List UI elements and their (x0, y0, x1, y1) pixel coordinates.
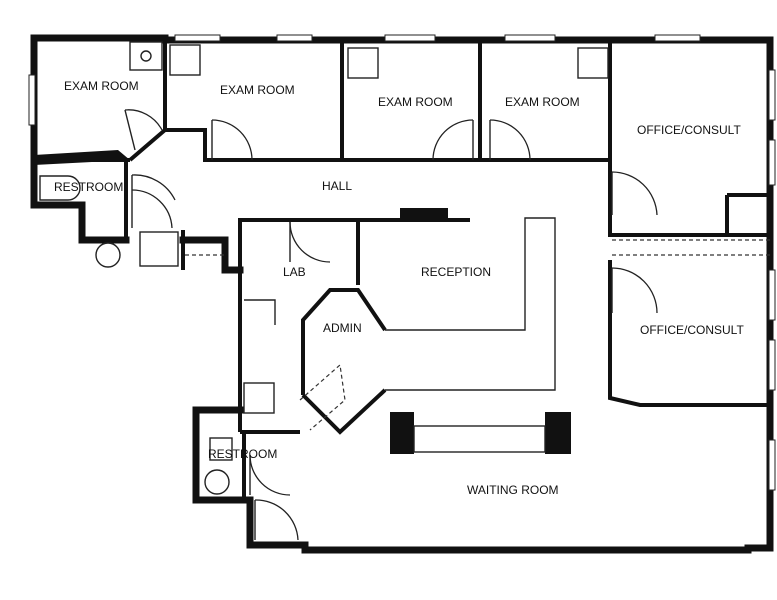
label-reception: RECEPTION (421, 265, 491, 279)
label-lab: LAB (283, 265, 306, 279)
sink-icon (169, 44, 201, 76)
label-hall: HALL (322, 179, 352, 193)
label-exam-room-3: EXAM ROOM (378, 95, 453, 109)
toilet-icon (39, 175, 81, 201)
solid-blocks (34, 150, 571, 454)
label-exam-room-1: EXAM ROOM (64, 79, 139, 93)
windows (28, 34, 776, 491)
label-office-consult-1: OFFICE/CONSULT (637, 123, 741, 137)
exterior-walls (30, 34, 774, 554)
sink-icon (95, 242, 121, 268)
label-exam-room-2: EXAM ROOM (220, 83, 295, 97)
label-restroom-1: RESTROOM (54, 180, 123, 194)
doors (124, 109, 658, 541)
sink-icon (577, 47, 609, 79)
sink-icon (204, 469, 230, 495)
sink-icon (347, 47, 379, 79)
label-office-consult-2: OFFICE/CONSULT (640, 323, 744, 337)
fixtures (39, 41, 609, 495)
label-waiting-room: WAITING ROOM (467, 483, 559, 497)
label-exam-room-4: EXAM ROOM (505, 95, 580, 109)
interior-walls (32, 40, 770, 500)
sink-icon (243, 382, 275, 414)
toilet-icon (209, 437, 233, 461)
room-labels: EXAM ROOM EXAM ROOM EXAM ROOM EXAM ROOM … (54, 79, 744, 497)
label-admin: ADMIN (323, 321, 362, 335)
label-restroom-2: RESTROOM (208, 447, 277, 461)
corridor-passage (185, 239, 770, 431)
